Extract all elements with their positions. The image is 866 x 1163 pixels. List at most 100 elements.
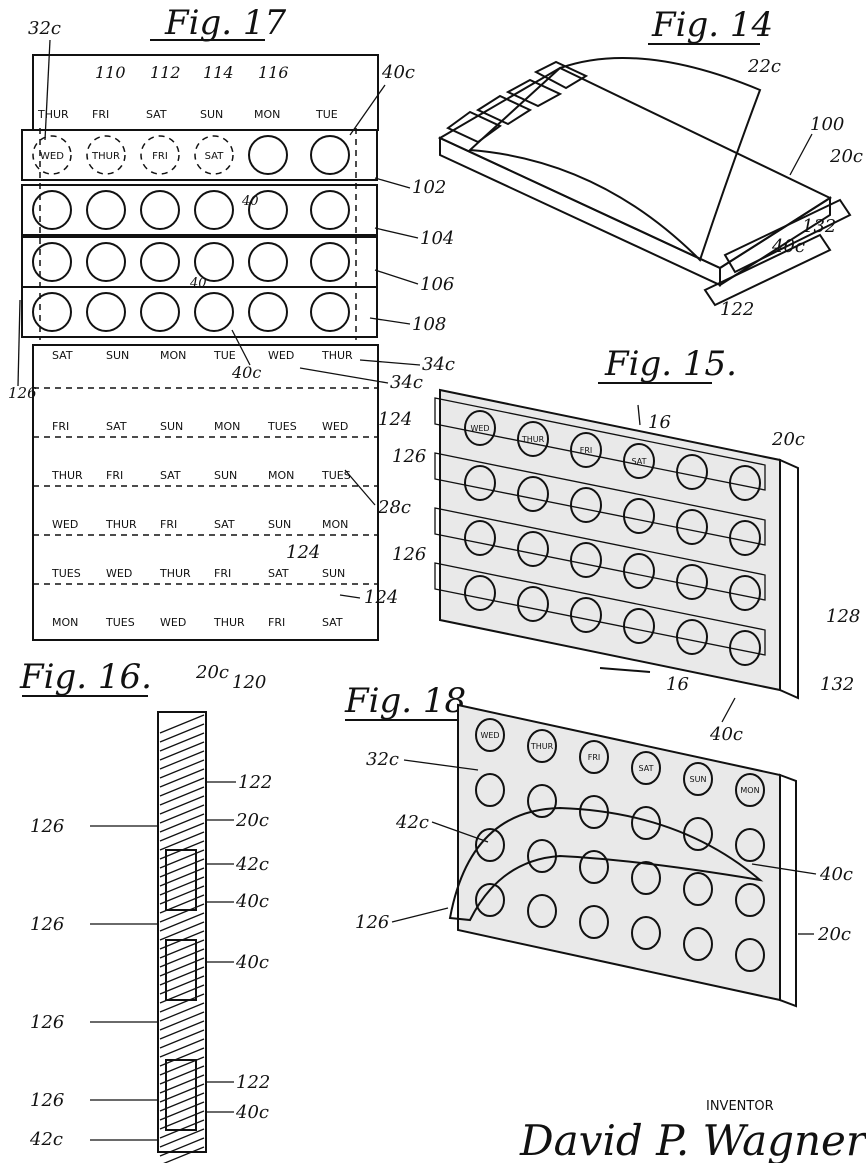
ref-102: 102	[412, 177, 446, 198]
fig18-pill-blister	[683, 927, 713, 961]
fig17-sheet-day: SAT	[52, 349, 73, 362]
fig17-sheet-day: TUE	[213, 349, 236, 362]
fig17-sheet-day: THUR	[159, 567, 191, 580]
fig15-strip	[434, 562, 766, 656]
ref-40c-fig16-b: 40c	[235, 952, 269, 973]
ref-126-fig15-b: 126	[392, 544, 426, 565]
fig17-sheet-day: TUES	[267, 420, 297, 433]
fig15-pill-blister	[623, 553, 655, 589]
fig18-pill-blister	[475, 773, 505, 807]
fig17-calendar-sheet	[32, 344, 379, 641]
fig17-top-day: FRI	[92, 108, 109, 121]
fig18-pill-blister	[735, 828, 765, 862]
ref-20c-fig16-a: 20c	[195, 662, 229, 683]
ref-112: 112	[150, 63, 181, 82]
fig16-title: Fig. 16.	[19, 657, 152, 697]
fig17-pill-blister	[310, 292, 350, 332]
fig17-sheet-day: SUN	[160, 420, 183, 433]
ref-40c-fig18: 40c	[819, 864, 853, 885]
ref-40c-fig15: 40c	[709, 724, 743, 745]
fig17-top-day: THUR	[37, 108, 69, 121]
fig15-title: Fig. 15.	[604, 344, 737, 384]
fig17-top-day: MON	[254, 108, 280, 121]
fig17-sheet-day: MON	[52, 616, 78, 629]
fig18-pill-blister	[527, 894, 557, 928]
ref-20c-fig15: 20c	[771, 429, 805, 450]
ref-42c-fig16-a: 42c	[235, 854, 269, 875]
fig15-pill-blister	[729, 630, 761, 666]
ref-126-fig16-c: 126	[30, 1012, 64, 1033]
fig17-sheet-day: MON	[322, 518, 348, 531]
fig17-sheet-day: FRI	[160, 518, 177, 531]
fig17-sheet-day: FRI	[268, 616, 285, 629]
ref-34c-a: 34c	[422, 354, 455, 375]
fig15-pill-day-label: FRI	[580, 446, 593, 455]
fig15-pill-blister	[570, 597, 602, 633]
ref-124-a: 124	[378, 409, 412, 430]
ref-124-c: 124	[364, 587, 398, 608]
ref-32c: 32c	[28, 18, 61, 39]
fig17-pill-blister	[310, 135, 350, 175]
fig17-pill-day-label: WED	[40, 151, 64, 162]
fig18-pill-day-label: MON	[740, 786, 759, 795]
fig16-blister-cavity	[165, 849, 197, 911]
ref-28c: 28c	[377, 497, 411, 518]
fig15-pill-blister	[464, 575, 496, 611]
ref-40-b: 40	[189, 276, 207, 291]
fig18-pill-blister	[631, 861, 661, 895]
fig17-pill-blister	[32, 135, 72, 175]
fig17-pill-day-label: THUR	[91, 151, 120, 162]
fig17-pill-blister	[86, 190, 126, 230]
fig16-blister-cavity	[165, 939, 197, 1001]
fig17-sheet-day: SAT	[322, 616, 343, 629]
fig15-pill-blister	[517, 421, 549, 457]
ref-104: 104	[420, 228, 454, 249]
fig15-pill-blister	[676, 509, 708, 545]
fig17-pill-blister	[32, 242, 72, 282]
ref-40c-fig16-c: 40c	[235, 1102, 269, 1123]
inventor-signature: David P. Wagner	[519, 1116, 866, 1163]
fig15-pill-blister	[729, 520, 761, 556]
ref-126-fig16-a: 126	[30, 816, 64, 837]
fig17-sheet-day: SUN	[214, 469, 237, 482]
ref-126-fig16-d: 126	[30, 1090, 64, 1111]
fig18-pill-blister	[683, 872, 713, 906]
ref-40c-bottom: 40c	[231, 363, 261, 382]
fig18-peeled-flap	[448, 806, 764, 922]
ref-122-fig16-b: 122	[236, 1072, 270, 1093]
fig17-pill-blister	[194, 292, 234, 332]
ref-20c-fig14: 20c	[829, 146, 863, 167]
fig14-title: Fig. 14	[651, 5, 773, 45]
ref-32c-leader	[44, 39, 51, 141]
fig17-sheet-day: SAT	[268, 567, 289, 580]
fig18-pill-blister	[631, 806, 661, 840]
fig17-sheet-day: SAT	[106, 420, 127, 433]
fig15-strip	[434, 507, 766, 601]
fig15-pill-blister	[517, 531, 549, 567]
fig17-sheet-day: WED	[160, 616, 186, 629]
ref-126-fig18: 126	[355, 912, 389, 933]
fig16-blister-cavity	[165, 1059, 197, 1131]
fig15-pill-day-label: WED	[470, 424, 489, 433]
fig17-pill-day-label: SAT	[205, 151, 225, 162]
fig15-pill-blister	[464, 465, 496, 501]
ref-22c-fig14: 22c	[747, 56, 781, 77]
ref-122-fig16-a: 122	[238, 772, 272, 793]
fig17-sheet-day: TUES	[321, 469, 351, 482]
fig18-pill-blister	[475, 718, 505, 752]
fig17-pill-blister	[310, 190, 350, 230]
fig18-pill-blister	[735, 883, 765, 917]
fig17-pill-blister	[86, 135, 126, 175]
fig18-pill-day-label: FRI	[588, 753, 601, 762]
ref-124-b: 124	[286, 542, 320, 563]
fig17-sheet-day: FRI	[106, 469, 123, 482]
ref-40c-top: 40c	[381, 62, 415, 83]
fig14-peeled-cover	[467, 57, 762, 262]
ref-120: 120	[232, 672, 266, 693]
fig18-pill-blister	[527, 784, 557, 818]
fig14-case-front	[439, 136, 721, 287]
